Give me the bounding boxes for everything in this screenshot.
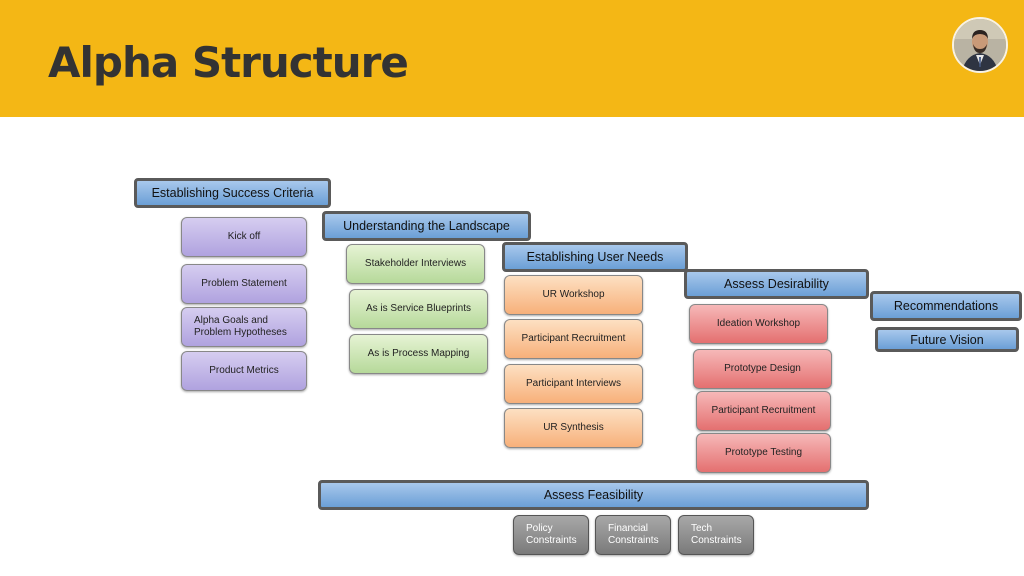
activity-policy-constraints: Policy Constraints (513, 515, 589, 555)
activity-alpha-goals: Alpha Goals and Problem Hypotheses (181, 307, 307, 347)
activity-participant-recruitment: Participant Recruitment (504, 319, 643, 359)
activity-ideation-workshop: Ideation Workshop (689, 304, 828, 344)
presenter-photo-icon (954, 19, 1006, 71)
activity-ur-synthesis: UR Synthesis (504, 408, 643, 448)
phase-understanding-landscape: Understanding the Landscape (322, 211, 531, 241)
avatar (952, 17, 1008, 73)
phase-assess-desirability: Assess Desirability (684, 269, 869, 299)
header-bar (0, 0, 1024, 117)
activity-participant-recruitment-2: Participant Recruitment (696, 391, 831, 431)
phase-assess-feasibility: Assess Feasibility (318, 480, 869, 510)
activity-process-mapping: As is Process Mapping (349, 334, 488, 374)
activity-service-blueprints: As is Service Blueprints (349, 289, 488, 329)
activity-prototype-design: Prototype Design (693, 349, 832, 389)
activity-tech-constraints: Tech Constraints (678, 515, 754, 555)
activity-ur-workshop: UR Workshop (504, 275, 643, 315)
activity-kick-off: Kick off (181, 217, 307, 257)
activity-prototype-testing: Prototype Testing (696, 433, 831, 473)
phase-establishing-user-needs: Establishing User Needs (502, 242, 688, 272)
activity-product-metrics: Product Metrics (181, 351, 307, 391)
phase-establishing-success-criteria: Establishing Success Criteria (134, 178, 331, 208)
phase-recommendations: Recommendations (870, 291, 1022, 321)
activity-stakeholder-interviews: Stakeholder Interviews (346, 244, 485, 284)
activity-financial-constraints: Financial Constraints (595, 515, 671, 555)
page-title: Alpha Structure (48, 38, 409, 87)
phase-future-vision: Future Vision (875, 327, 1019, 352)
activity-problem-statement: Problem Statement (181, 264, 307, 304)
activity-participant-interviews: Participant Interviews (504, 364, 643, 404)
